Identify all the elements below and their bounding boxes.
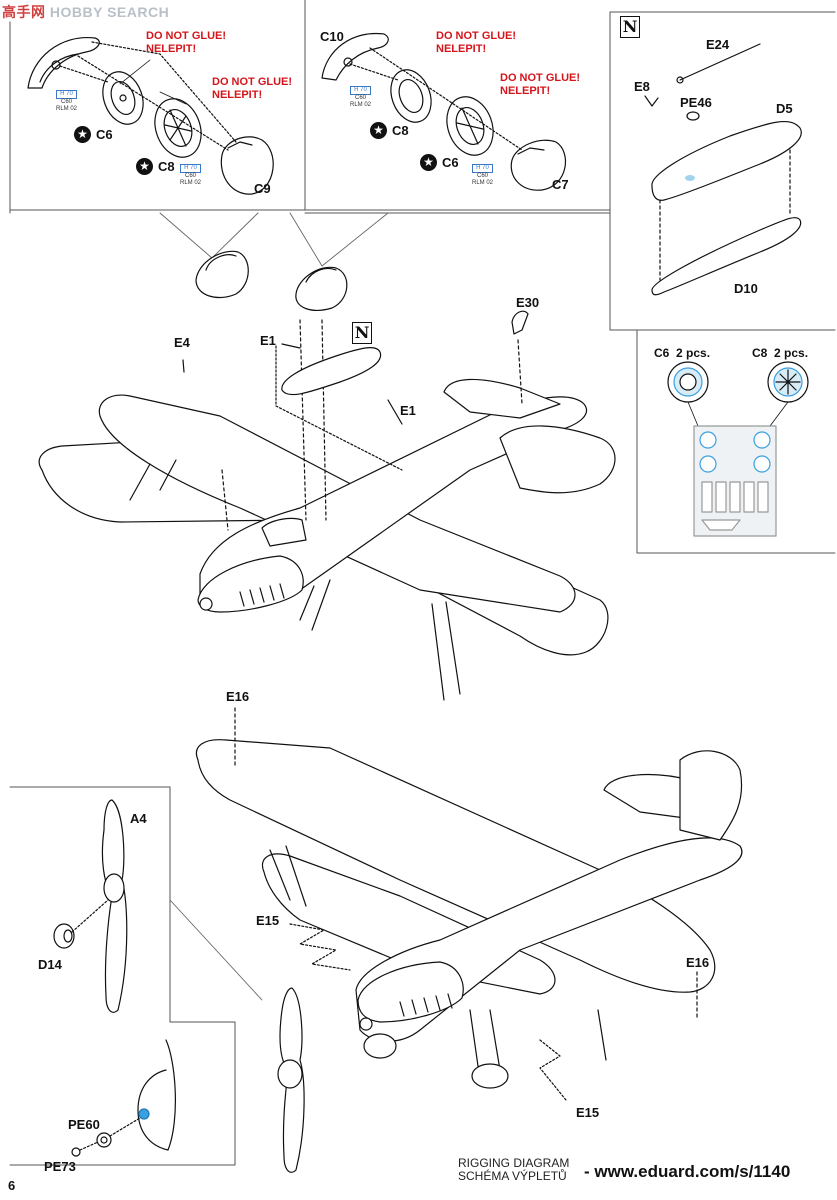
paint-code-mid-bottom: H 70 C60 RLM 02	[472, 164, 494, 186]
warning-left-1: DO NOT GLUE!NELEPIT!	[146, 30, 227, 55]
panel-frames	[9, 0, 836, 1166]
mask-c8-caption: C8 2 pcs.	[752, 346, 809, 360]
label-c8-mid: C8	[392, 123, 409, 138]
label-c7: C7	[552, 177, 569, 192]
label-c10: C10	[320, 29, 344, 44]
paint-code-left-top: H 70 C60 RLM 02	[56, 90, 78, 112]
label-e8: E8	[634, 79, 650, 94]
propeller-assembly	[53, 799, 263, 1013]
label-d10: D10	[734, 281, 758, 296]
label-e16-left: E16	[226, 689, 250, 704]
star-icon: ★	[136, 158, 153, 175]
star-icon: ★	[420, 154, 437, 171]
warning-mid-2: DO NOT GLUE!NELEPIT!	[500, 72, 581, 97]
upper-aircraft	[38, 310, 616, 701]
right-gear-assembly	[321, 32, 566, 191]
paint-code-mid-top: H 70 C60 RLM 02	[350, 86, 372, 108]
label-e24: E24	[706, 37, 730, 52]
label-c9: C9	[254, 181, 271, 196]
canopy-mask-panel	[667, 361, 809, 537]
mask-c6-caption: C6 2 pcs.	[654, 346, 711, 360]
label-c8-left: C8	[158, 159, 175, 174]
label-d5: D5	[776, 101, 793, 116]
label-a4: A4	[130, 811, 147, 826]
label-c6-left: C6	[96, 127, 113, 142]
drop-tank-assembly	[644, 43, 802, 296]
installed-propeller	[277, 987, 305, 1173]
label-e30: E30	[516, 295, 540, 310]
warning-left-2: DO NOT GLUE!NELEPIT!	[212, 76, 293, 101]
label-e15-bottom: E15	[576, 1105, 600, 1120]
spinner-detail	[71, 1039, 176, 1157]
label-pe73: PE73	[44, 1159, 76, 1174]
star-icon: ★	[74, 126, 91, 143]
watermark-prefix: 高手网	[2, 4, 46, 20]
eduard-url[interactable]: - www.eduard.com/s/1140	[584, 1162, 791, 1181]
label-e16-right: E16	[686, 955, 710, 970]
label-e15-top: E15	[256, 913, 280, 928]
page-number: 6	[8, 1178, 16, 1193]
warning-mid-1: DO NOT GLUE!NELEPIT!	[436, 30, 517, 55]
lower-aircraft	[195, 707, 743, 1101]
label-d14: D14	[38, 957, 62, 972]
label-pe46: PE46	[680, 95, 712, 110]
version-mark-main: N	[352, 322, 372, 344]
label-e1-top: E1	[260, 333, 276, 348]
callout-lines	[159, 212, 389, 267]
paint-code-left-bottom: H 70 C60 RLM 02	[180, 164, 202, 186]
star-icon: ★	[370, 122, 387, 139]
watermark-brand: HOBBY SEARCH	[49, 4, 170, 20]
left-gear-assembly	[27, 36, 274, 195]
label-pe60: PE60	[68, 1117, 100, 1132]
label-e1-bottom: E1	[400, 403, 416, 418]
watermark: 高手网 HOBBY SEARCH	[2, 2, 169, 22]
label-e4: E4	[174, 335, 190, 350]
version-mark-tank: N	[620, 16, 640, 38]
label-c6-mid: C6	[442, 155, 459, 170]
wheel-spat-parts	[195, 250, 348, 311]
